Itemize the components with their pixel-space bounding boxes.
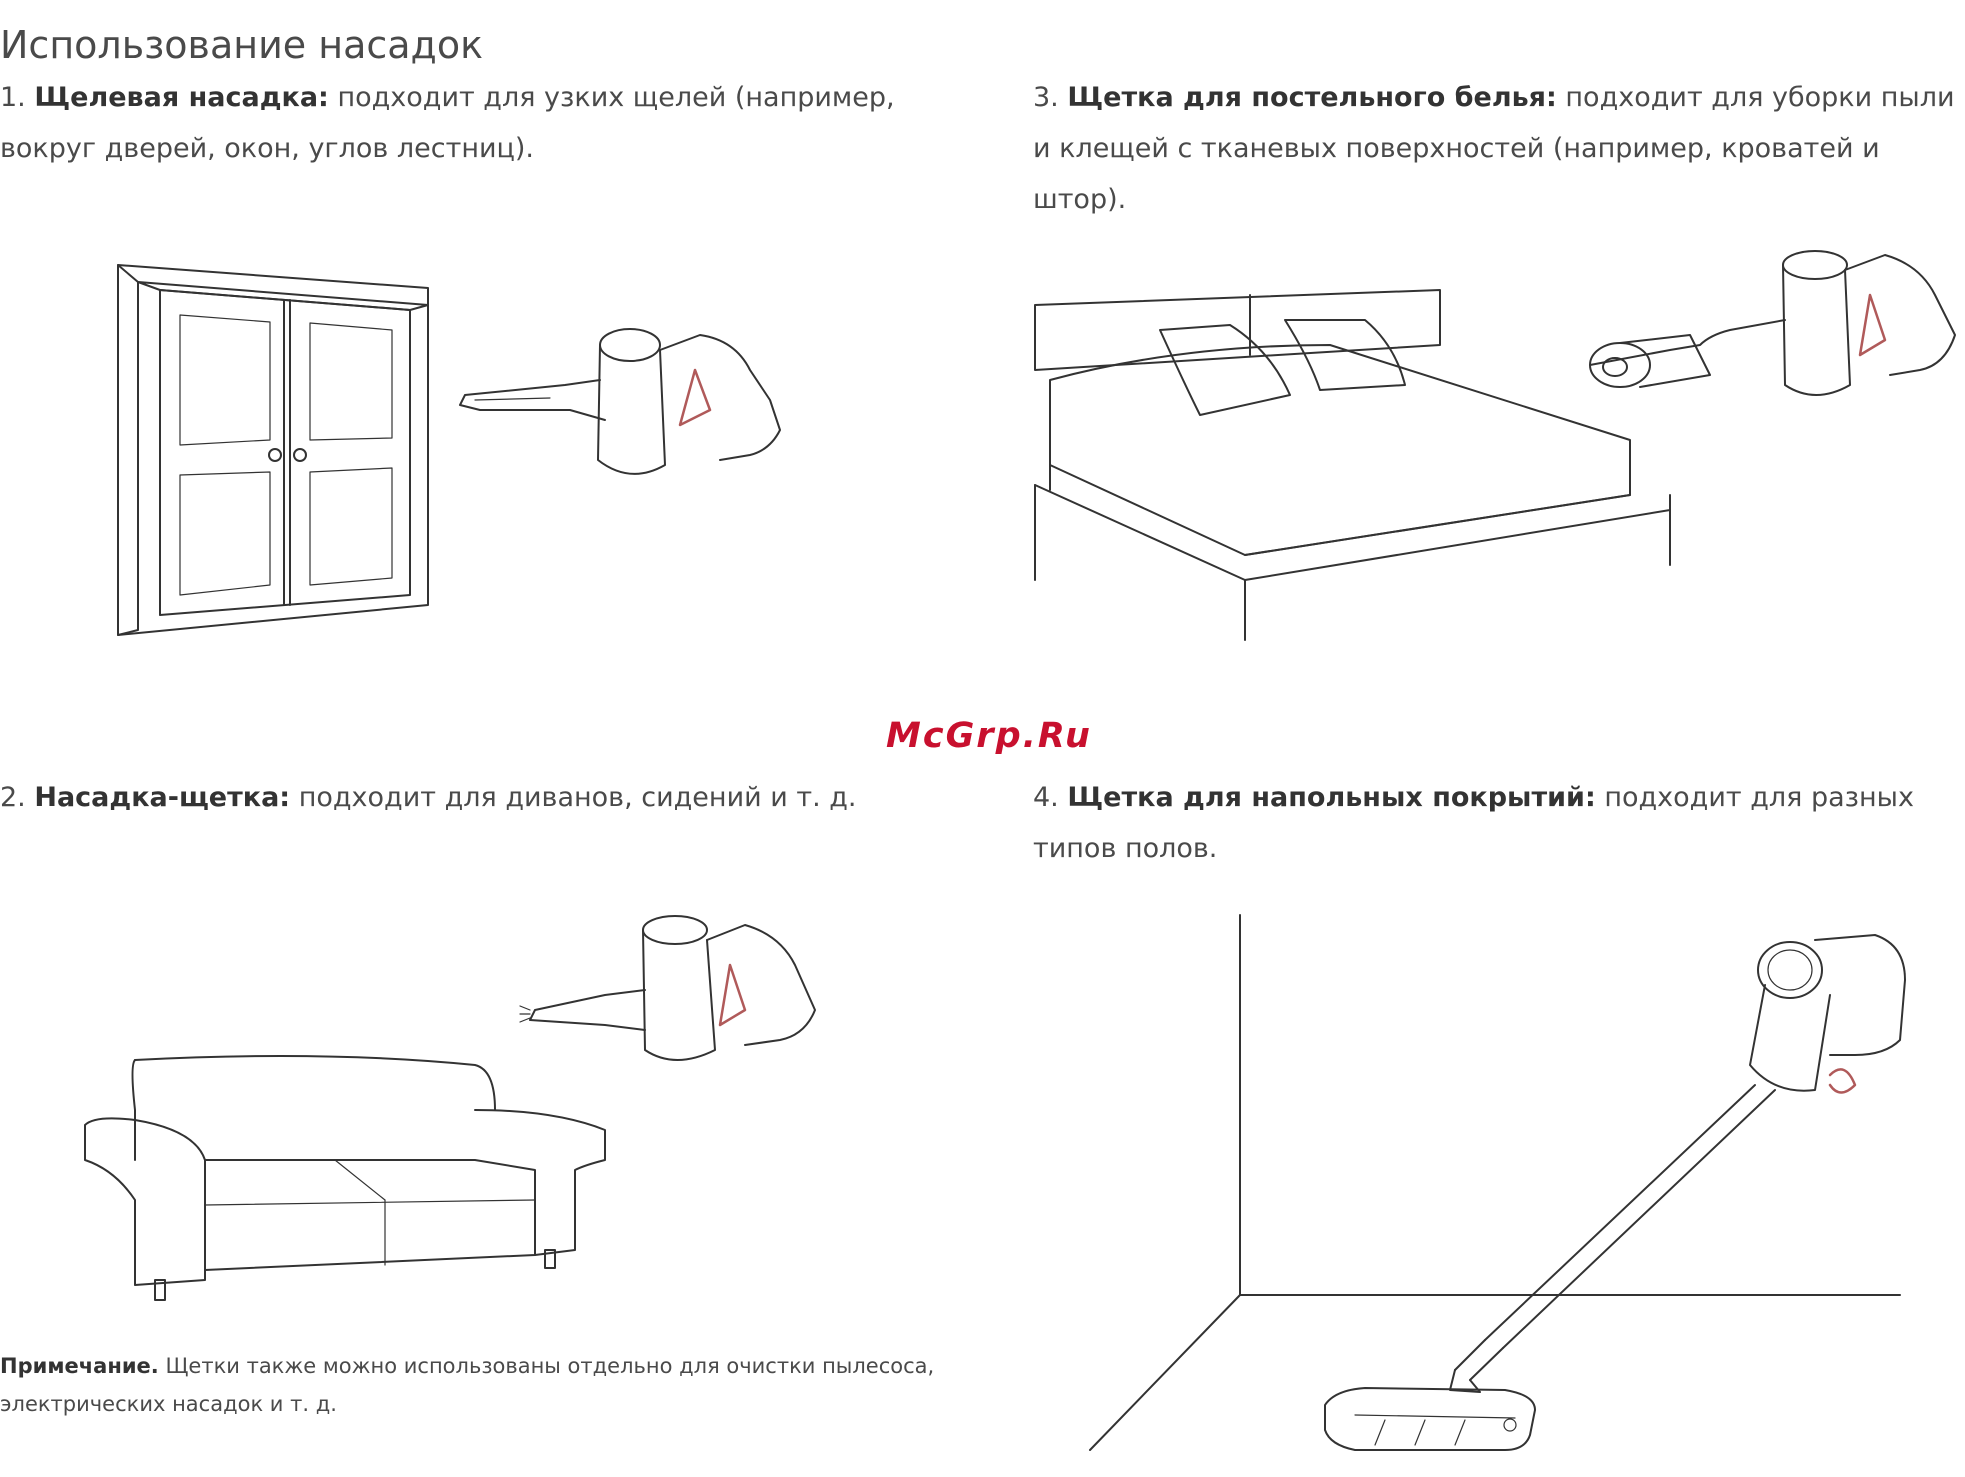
section-name: Насадка-щетка: — [34, 782, 291, 813]
section-bed-brush: 3. Щетка для постельного белья: подходит… — [1033, 72, 1965, 225]
door-vacuum-illustration — [117, 264, 781, 636]
note: Примечание. Щетки также можно использова… — [0, 1347, 960, 1423]
section-name: Щетка для напольных покрытий: — [1067, 782, 1596, 813]
section-description: подходит для уборки пыли и клещей с ткан… — [1033, 82, 1955, 215]
section-number: 4. — [1033, 782, 1059, 813]
sofa-vacuum-illustration — [84, 915, 816, 1301]
section-brush-nozzle: 2. Насадка-щетка: подходит для диванов, … — [0, 772, 960, 823]
section-description: подходит для диванов, сидений и т. д. — [298, 782, 857, 813]
section-number: 2. — [0, 782, 26, 813]
section-description: подходит для разных типов полов. — [1033, 782, 1914, 864]
watermark: McGrp.Ru — [886, 716, 1092, 756]
note-label: Примечание. — [0, 1354, 159, 1378]
floor-vacuum-illustration — [1089, 914, 1906, 1451]
section-floor-brush: 4. Щетка для напольных покрытий: подходи… — [1033, 772, 1965, 874]
section-name: Щелевая насадка: — [34, 82, 329, 113]
section-crevice-nozzle: 1. Щелевая насадка: подходит для узких щ… — [0, 72, 960, 174]
section-description: подходит для узких щелей (например, вокр… — [0, 82, 895, 164]
note-text: Щетки также можно использованы отдельно … — [0, 1354, 935, 1416]
section-number: 1. — [0, 82, 26, 113]
section-name: Щетка для постельного белья: — [1067, 82, 1557, 113]
bed-vacuum-illustration — [1034, 250, 1956, 641]
page-title: Использование насадок — [0, 23, 484, 68]
section-number: 3. — [1033, 82, 1059, 113]
